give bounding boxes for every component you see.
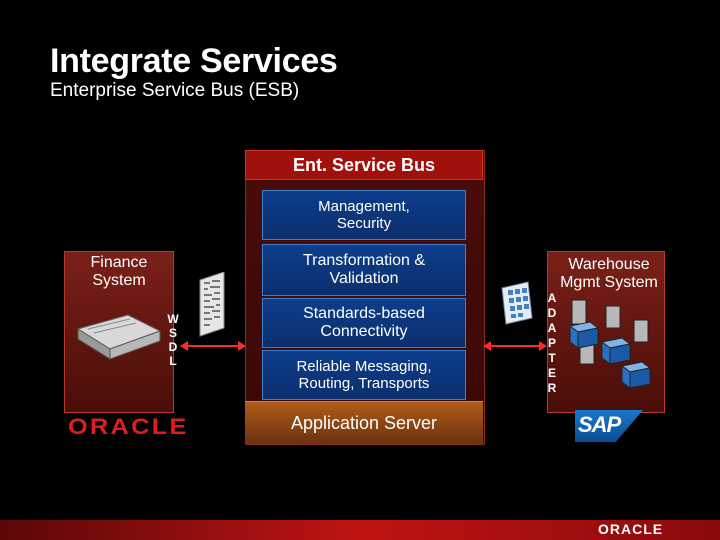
oracle-logo: ORACLE [68,414,189,439]
footer-oracle-logo: ORACLE [598,521,664,537]
connection-arrow-icon [483,341,547,351]
esb-header: Ent. Service Bus [245,150,483,180]
application-server-bar: Application Server [245,401,483,444]
document-icon [501,281,533,325]
database-cluster-icon [568,299,652,389]
esb-layer-label: Reliable Messaging, Routing, Transports [296,358,432,392]
slide-subtitle: Enterprise Service Bus (ESB) [50,80,300,101]
esb-layer-connectivity: Standards-based Connectivity [262,298,466,348]
esb-layer-label: Management, Security [318,198,410,232]
slide-title: Integrate Services [50,42,338,80]
esb-layer-management: Management, Security [262,190,466,240]
footer-bar [0,520,720,540]
warehouse-system-label: Warehouse Mgmt System [560,256,658,291]
wsdl-label: W S D L [167,312,179,368]
sap-logo-text: SAP [578,412,621,437]
finance-system-label: Finance System [90,254,148,289]
adapter-label: A D A P T E R [547,291,557,395]
connection-arrow-icon [180,341,246,351]
document-icon [199,272,225,337]
esb-layer-label: Transformation & Validation [302,252,426,287]
esb-layer-transformation: Transformation & Validation [262,244,466,296]
esb-layer-messaging: Reliable Messaging, Routing, Transports [262,350,466,400]
esb-layer-label: Standards-based Connectivity [303,305,425,340]
server-rack-icon [76,314,162,360]
